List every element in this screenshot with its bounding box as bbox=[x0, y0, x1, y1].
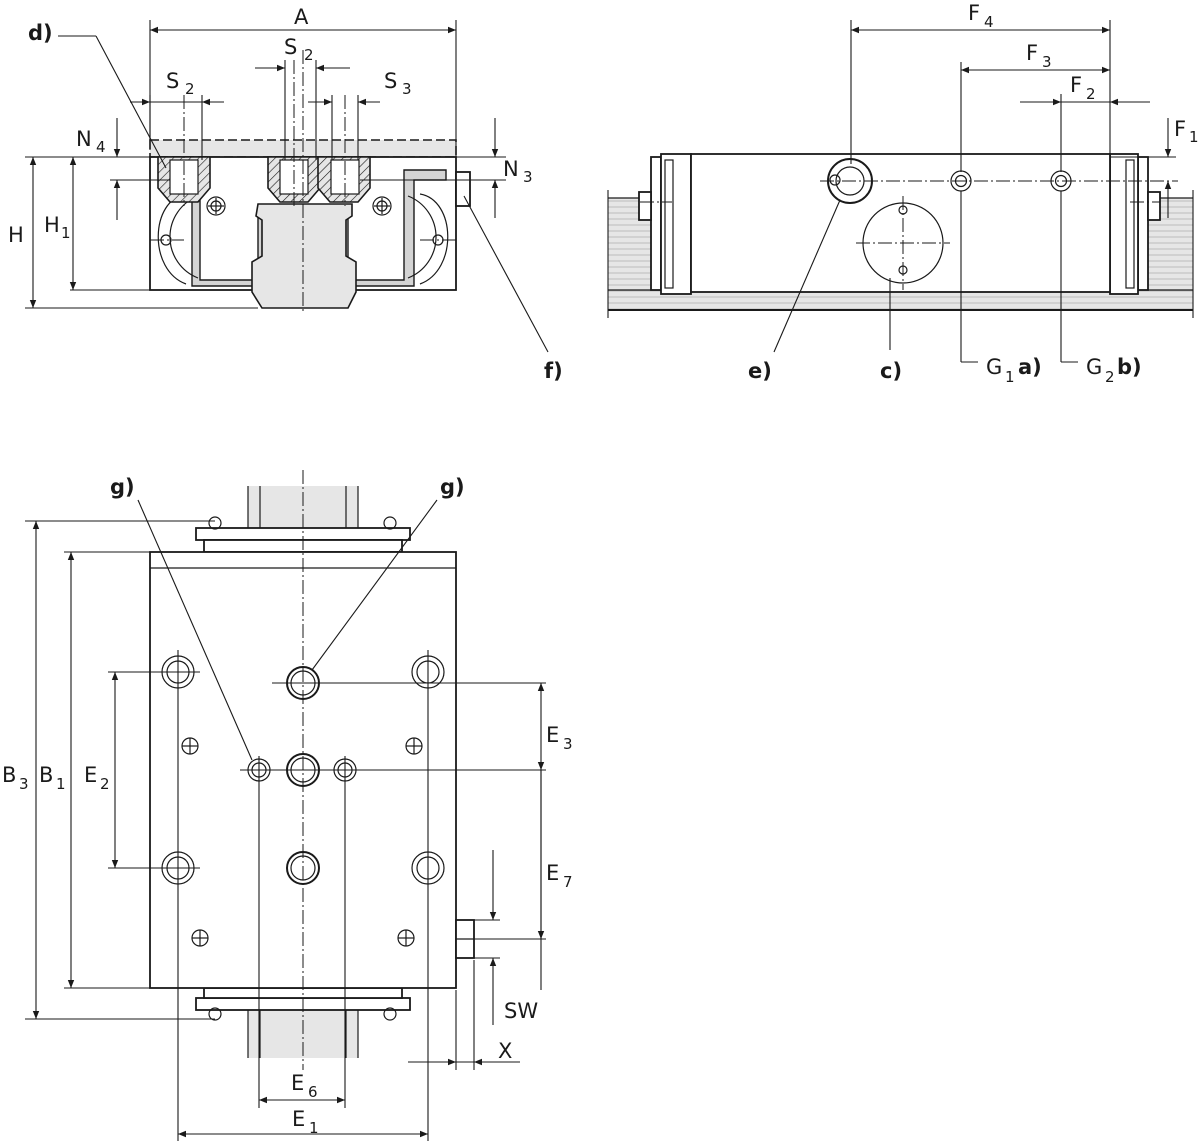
label-N3: N bbox=[503, 157, 519, 181]
label-B1: B bbox=[39, 763, 53, 787]
label-F3-sub: 3 bbox=[1042, 53, 1052, 71]
large-port-icon bbox=[856, 196, 950, 290]
callout-d: d) bbox=[28, 21, 53, 45]
label-N4: N bbox=[76, 127, 92, 151]
end-plate-right bbox=[1109, 153, 1139, 295]
label-F1-sub: 1 bbox=[1189, 128, 1199, 146]
label-N3-sub: 3 bbox=[523, 168, 533, 186]
screw-icon bbox=[181, 737, 199, 755]
callout-a: a) bbox=[1018, 355, 1042, 379]
side-view: F 4 F 3 F 2 F 1 e) c) G 1 a) G 2 b) bbox=[607, 1, 1199, 386]
label-B3: B bbox=[2, 763, 16, 787]
label-E7: E bbox=[546, 861, 559, 885]
screw-head-left-icon bbox=[206, 196, 226, 216]
label-S3: S bbox=[384, 69, 397, 93]
roller-right-outer bbox=[419, 193, 449, 285]
label-E3-sub: 3 bbox=[563, 735, 573, 753]
label-SW: SW bbox=[504, 999, 538, 1023]
screw-icon bbox=[397, 929, 415, 947]
label-F1: F bbox=[1174, 117, 1186, 141]
label-F2: F bbox=[1070, 73, 1082, 97]
roller-right bbox=[407, 195, 437, 279]
top-view: B 3 B 1 E 2 E 3 E 7 SW X bbox=[2, 470, 573, 1141]
label-F2-sub: 2 bbox=[1086, 85, 1096, 103]
label-F3: F bbox=[1026, 41, 1038, 65]
label-B3-sub: 3 bbox=[19, 775, 29, 793]
label-G1: G bbox=[986, 355, 1002, 379]
label-E3: E bbox=[546, 723, 559, 747]
end-seal-left bbox=[650, 156, 662, 291]
callout-e: e) bbox=[748, 359, 772, 383]
label-S2-mid-sub: 2 bbox=[304, 46, 314, 64]
label-X: X bbox=[498, 1039, 512, 1063]
screw-head-right-icon bbox=[372, 196, 392, 216]
label-G1-sub: 1 bbox=[1005, 368, 1015, 386]
screw-icon bbox=[405, 737, 423, 755]
label-N4-sub: 4 bbox=[96, 138, 106, 156]
label-E1-sub: 1 bbox=[309, 1119, 319, 1137]
label-F4: F bbox=[968, 1, 980, 25]
label-S2-left-sub: 2 bbox=[185, 80, 195, 98]
label-E2: E bbox=[84, 763, 97, 787]
label-B1-sub: 1 bbox=[56, 775, 66, 793]
label-E6-sub: 6 bbox=[308, 1083, 318, 1101]
front-section-view: A S 2 S 2 S 3 N 4 N 3 bbox=[8, 5, 563, 383]
end-seal-right bbox=[1137, 156, 1149, 291]
rail-profile bbox=[251, 203, 357, 309]
label-H1: H bbox=[44, 213, 60, 237]
callout-g-right: g) bbox=[440, 475, 465, 499]
carriage-side bbox=[690, 153, 1111, 293]
label-G2-sub: 2 bbox=[1105, 368, 1115, 386]
label-F4-sub: 4 bbox=[984, 13, 994, 31]
label-G2: G bbox=[1086, 355, 1102, 379]
label-A: A bbox=[294, 5, 309, 29]
label-E2-sub: 2 bbox=[100, 775, 110, 793]
label-S2-mid: S bbox=[284, 35, 297, 59]
label-E6: E bbox=[291, 1071, 304, 1095]
label-S2-left: S bbox=[166, 69, 179, 93]
hole-icon bbox=[286, 851, 320, 885]
callout-f: f) bbox=[544, 359, 563, 383]
callout-b: b) bbox=[1117, 355, 1142, 379]
lube-fitting-side bbox=[455, 171, 471, 207]
label-S3-sub: 3 bbox=[402, 80, 412, 98]
screw-icon bbox=[191, 929, 209, 947]
label-E7-sub: 7 bbox=[563, 873, 573, 891]
label-H: H bbox=[8, 223, 24, 247]
callout-c: c) bbox=[880, 359, 902, 383]
label-E1: E bbox=[292, 1107, 305, 1131]
callout-g-left: g) bbox=[110, 475, 135, 499]
label-H1-sub: 1 bbox=[61, 224, 71, 242]
